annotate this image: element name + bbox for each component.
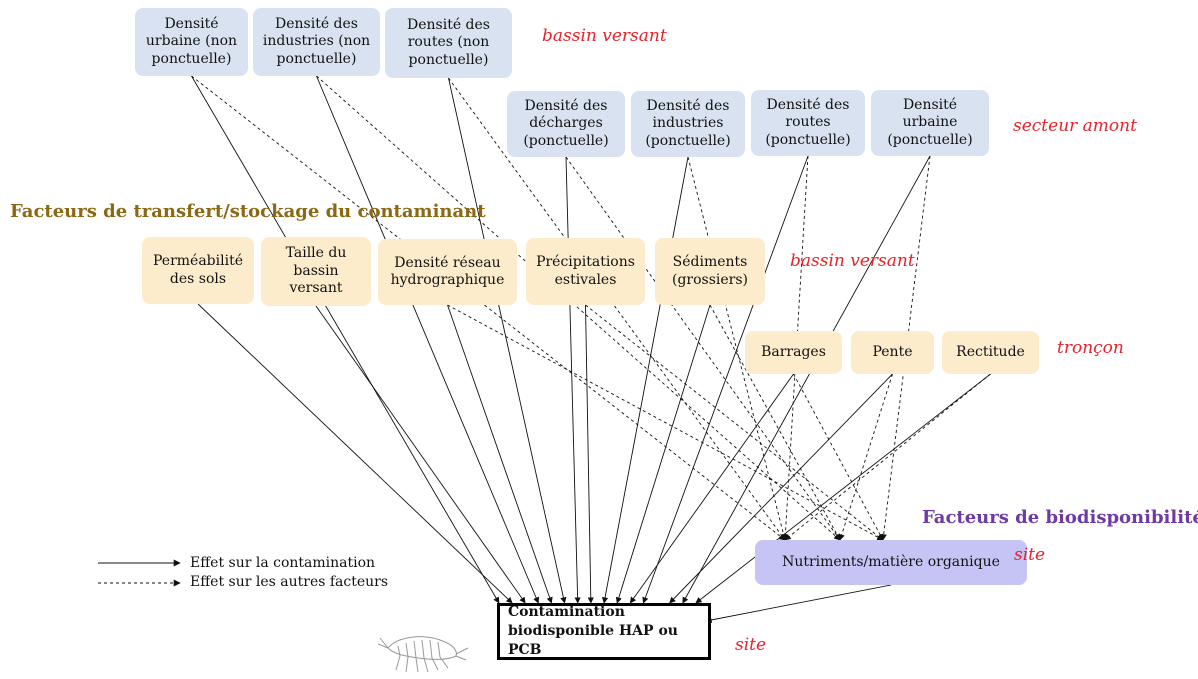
solid-edge-t2-to-target <box>669 373 893 604</box>
label-site-bottom: site <box>735 635 767 655</box>
dashed-edge-b2-to-nut <box>316 75 841 541</box>
legend-solid-label: Effet sur la contamination <box>190 555 376 571</box>
dashed-edge-t1-to-nut <box>793 373 884 541</box>
node-taille-bassin-versant: Taille du bassin versant <box>261 237 371 306</box>
node-barrages: Barrages <box>745 331 842 374</box>
solid-edge-y1-to-target <box>197 303 513 604</box>
heading-transfer-factors: Facteurs de transfert/stockage du contam… <box>10 201 486 222</box>
node-densite-urbaine-non-ponctuelle: Densité urbaine (non ponctuelle) <box>135 8 248 76</box>
label-troncon: tronçon <box>1057 338 1124 358</box>
label-bassin-versant-top: bassin versant <box>542 26 667 46</box>
dashed-edge-t2-to-nut <box>838 373 893 541</box>
node-densite-urbaine-ponctuelle: Densité urbaine (ponctuelle) <box>871 90 989 156</box>
node-pente: Pente <box>851 331 934 374</box>
node-densite-industries-non-ponctuelle: Densité des industries (non ponctuelle) <box>253 8 380 76</box>
solid-edge-u1-to-target <box>565 156 581 604</box>
dashed-edge-y5-to-nut <box>709 304 841 541</box>
node-precipitations-estivales: Précipitations estivales <box>526 238 645 305</box>
node-nutriments-matiere-organique: Nutriments/matière organique <box>755 540 1027 585</box>
solid-edge-t3-to-target <box>695 373 991 604</box>
dashed-edge-b3-to-nut <box>448 77 786 541</box>
legend-dashed-label: Effet sur les autres facteurs <box>190 574 389 590</box>
solid-edge-b2-to-target <box>316 75 540 604</box>
dashed-edge-u1-to-nut <box>565 156 841 541</box>
solid-edge-u3-to-target <box>642 155 809 604</box>
node-permeabilite-sols: Perméabilité des sols <box>142 237 254 304</box>
node-densite-decharges-ponctuelle: Densité des décharges (ponctuelle) <box>507 91 625 157</box>
label-secteur-amont: secteur amont <box>1013 116 1137 136</box>
solid-edge-u4-to-target <box>682 155 931 604</box>
solid-edge-nut-to-target <box>705 584 892 624</box>
heading-bioavailability-factors: Facteurs de biodisponibilité <box>922 507 1198 528</box>
node-densite-industries-ponctuelle: Densité des industries (ponctuelle) <box>631 91 745 157</box>
solid-edge-y5-to-target <box>615 304 711 604</box>
solid-edge-b3-to-target <box>448 77 567 604</box>
dashed-edge-y3-to-nut <box>447 304 884 541</box>
amphipod-illustration <box>378 636 469 673</box>
node-sediments-grossiers: Sédiments (grossiers) <box>655 238 765 305</box>
label-bassin-versant-mid: bassin versant <box>790 251 915 271</box>
solid-edge-y2-to-target <box>315 305 526 604</box>
node-densite-reseau-hydrographique: Densité réseau hydrographique <box>378 239 517 305</box>
node-densite-routes-non-ponctuelle: Densité des routes (non ponctuelle) <box>385 8 512 78</box>
solid-edge-u2-to-target <box>601 156 689 604</box>
solid-edge-y4-to-target <box>585 304 594 604</box>
node-densite-routes-ponctuelle: Densité des routes (ponctuelle) <box>751 90 865 156</box>
solid-edge-y3-to-target <box>447 304 553 604</box>
solid-edge-b1-to-target <box>191 75 500 604</box>
node-contamination-biodisponible: Contamination biodisponible HAP ou PCB <box>497 603 711 660</box>
node-rectitude: Rectitude <box>942 331 1039 374</box>
dashed-edge-t3-to-nut <box>784 373 991 541</box>
label-site-right: site <box>1014 545 1046 565</box>
